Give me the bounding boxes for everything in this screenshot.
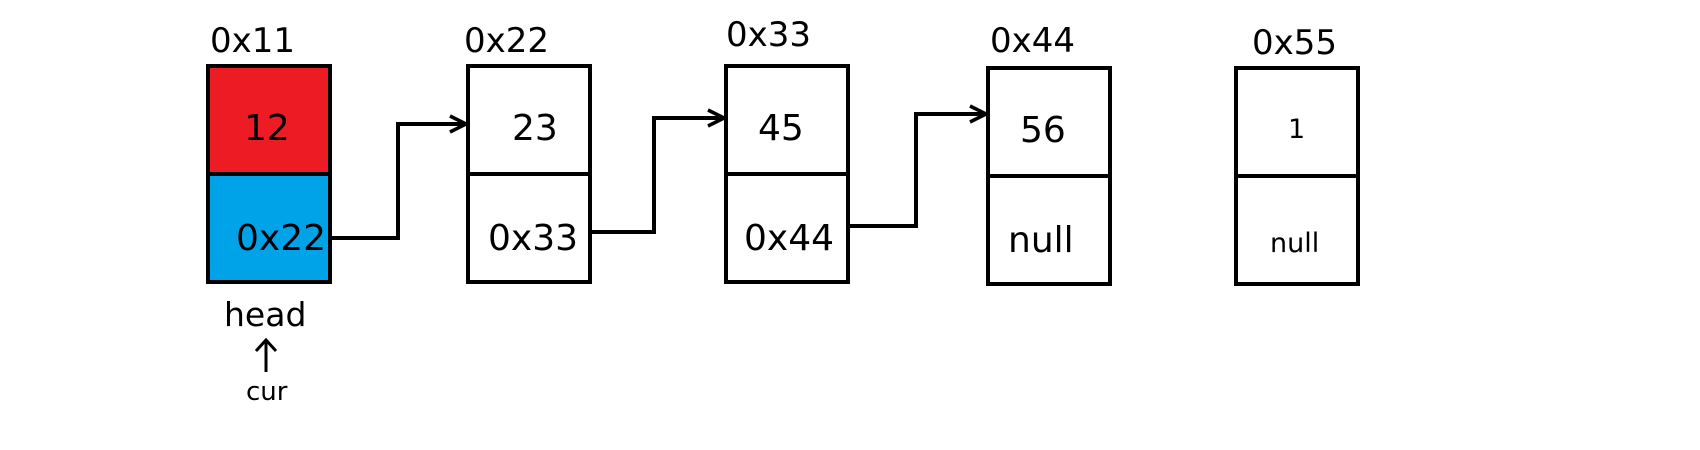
cur-label: cur: [246, 377, 288, 407]
cur-to-head-arrow: [254, 337, 278, 372]
node-address-label: 0x55: [1252, 23, 1337, 63]
node-next-pointer: 0x44: [744, 218, 834, 259]
node-0x22: 0x22 23 0x33: [464, 21, 592, 284]
node-data-cell: [206, 64, 332, 176]
node-data-value: 23: [512, 108, 558, 149]
link-arrow-0x11-to-0x22: [332, 124, 466, 240]
node-next-pointer: 0x22: [236, 218, 326, 259]
node-0x55: 0x55 1 null: [1234, 23, 1360, 286]
node-data-value: 1: [1288, 114, 1305, 145]
node-0x44: 0x44 56 null: [986, 21, 1112, 286]
node-0x11: 0x11 12 0x22: [206, 21, 332, 284]
node-next-cell: [1234, 174, 1360, 286]
node-next-cell: [724, 172, 850, 284]
head-label: head: [224, 295, 306, 334]
node-0x33: 0x33 45 0x44: [724, 15, 850, 284]
node-data-value: 45: [758, 108, 804, 149]
node-next-pointer: null: [1008, 220, 1074, 261]
node-next-cell: [466, 172, 592, 284]
node-next-cell: [206, 172, 332, 284]
node-data-value: 12: [244, 108, 290, 149]
node-next-pointer: null: [1270, 228, 1319, 259]
node-next-cell: [986, 174, 1112, 286]
node-address-label: 0x33: [726, 15, 811, 55]
node-next-pointer: 0x33: [488, 218, 578, 259]
link-arrow-0x33-to-0x44: [850, 114, 986, 228]
node-address-label: 0x44: [990, 21, 1075, 61]
node-data-value: 56: [1020, 110, 1066, 151]
link-arrow-0x22-to-0x33: [592, 118, 724, 234]
node-address-label: 0x22: [464, 21, 549, 61]
node-address-label: 0x11: [210, 21, 295, 61]
